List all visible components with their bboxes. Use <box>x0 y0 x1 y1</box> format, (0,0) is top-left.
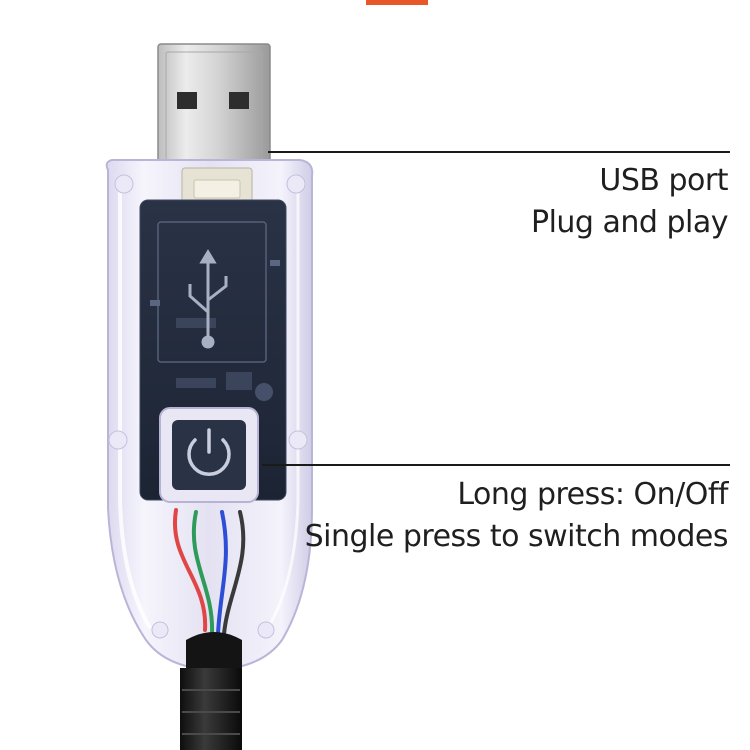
wires <box>172 508 246 636</box>
power-button <box>159 407 259 503</box>
cable <box>180 632 242 750</box>
usb-callout-title: USB port <box>599 163 728 198</box>
usb-icon <box>188 249 228 349</box>
usb-callout-line <box>268 151 730 153</box>
usb-callout: USB port Plug and play <box>530 160 729 244</box>
button-callout-subtitle: Single press to switch modes <box>304 519 729 554</box>
usb-callout-subtitle: Plug and play <box>530 205 729 240</box>
button-callout-line <box>262 464 730 466</box>
button-callout-title: Long press: On/Off <box>457 477 728 512</box>
usb-plug <box>157 43 271 167</box>
power-icon <box>187 428 231 477</box>
button-callout: Long press: On/Off Single press to switc… <box>304 474 729 558</box>
accent-bar <box>366 0 428 5</box>
